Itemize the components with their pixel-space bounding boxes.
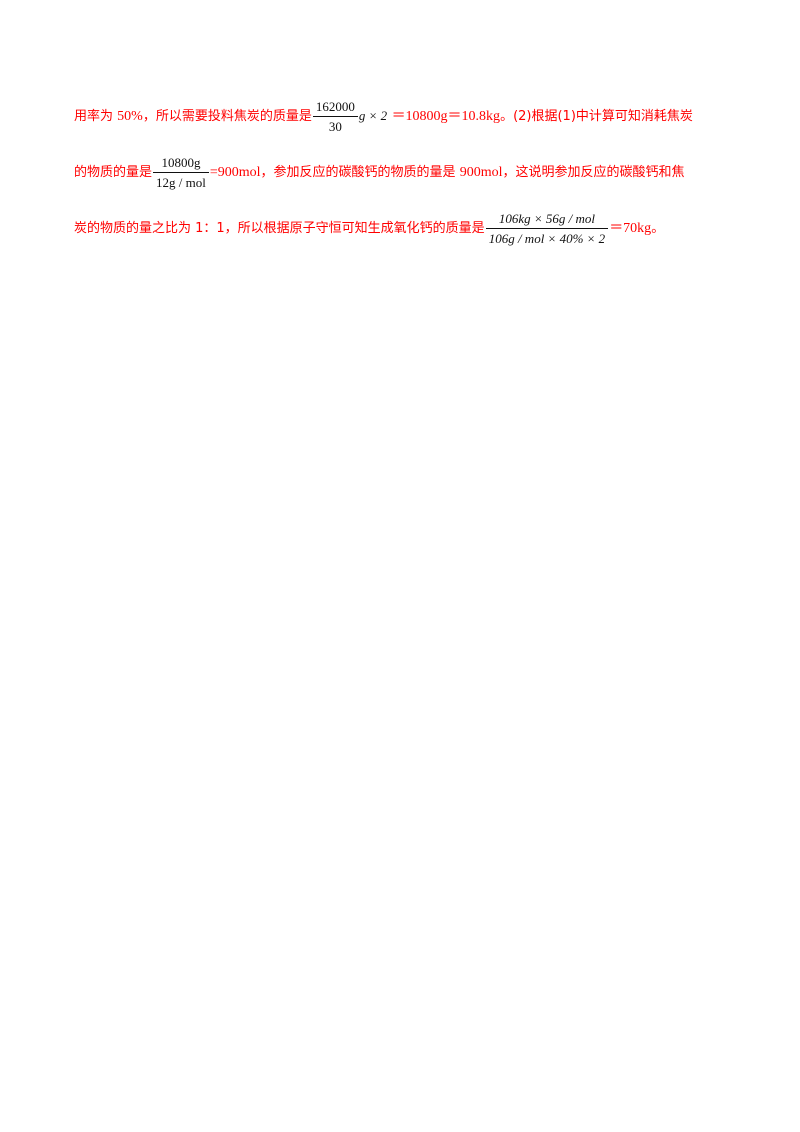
line2-text-b: ，参加反应的碳酸钙的物质的量是 (260, 165, 460, 180)
fraction-denominator: 12g / mol (156, 174, 206, 190)
line1-result: ＝10800g＝10.8kg (391, 109, 501, 124)
line1-text-a: 用率为 (74, 109, 118, 124)
line2-text-a: 的物质的量是 (74, 165, 153, 180)
fraction-numerator: 162000 (312, 98, 358, 117)
line2-amount: 900mol (459, 165, 503, 180)
line3-period: 。 (651, 221, 665, 236)
line1-text-c: 。(2)根据(1)中计算可知消耗焦炭 (500, 109, 693, 124)
fraction-denominator: 106g / mol × 40% × 2 (488, 230, 606, 246)
fraction-denominator: 30 (328, 118, 342, 134)
line1-text-b: ，所以需要投料焦炭的质量是 (142, 109, 312, 124)
line3-result: ＝70kg (609, 221, 652, 236)
line2-text-c: ，这说明参加反应的碳酸钙和焦 (502, 165, 685, 180)
fraction-numerator: 10800g (153, 154, 209, 173)
line1-percent: 50% (117, 109, 143, 124)
line2-result: =900mol (209, 165, 261, 180)
g-times-2: g × 2 (358, 108, 388, 123)
line3-text-a: 炭的物质的量之比为 1：1，所以根据原子守恒可知生成氧化钙的质量是 (74, 221, 485, 236)
fraction-numerator: 106kg × 56g / mol (485, 210, 609, 229)
